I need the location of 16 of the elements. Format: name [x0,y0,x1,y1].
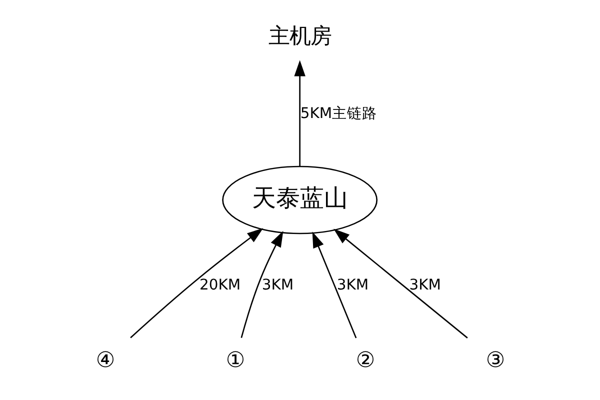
edge-label: 5KM主链路 [300,104,377,122]
node-text: 主机房 [268,24,331,49]
edge-label: 3KM [408,276,440,294]
node-text: ④ [95,348,115,374]
node-text: ① [225,348,245,374]
node-text: ② [355,348,375,374]
node-ellipse: 天泰蓝山 [222,166,378,234]
edge-label: 20KM [199,276,240,294]
edge-label: 3KM [261,276,294,294]
node-text: ③ [485,348,505,374]
arrow [130,228,263,338]
arrow [333,228,468,338]
edge-label: 3KM [336,276,368,294]
arrow [240,230,283,338]
arrow [312,232,356,338]
arrow [294,60,305,166]
